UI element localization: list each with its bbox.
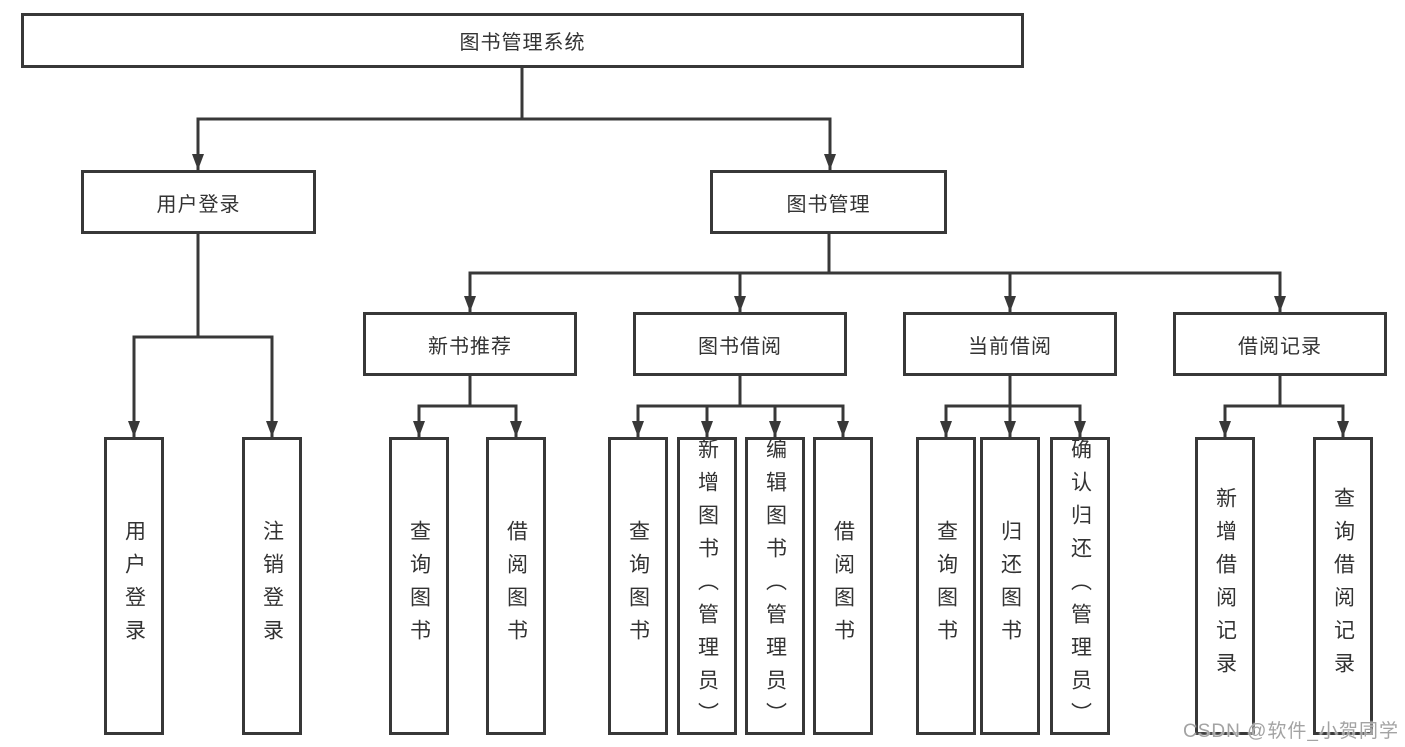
node-user-login: 用户登录 bbox=[81, 170, 316, 234]
leaf-query-books-borrow: 查询图书 bbox=[608, 437, 668, 735]
leaf-query-borrow-record-label: 查询借阅记录 bbox=[1331, 487, 1355, 685]
leaf-borrow-books: 借阅图书 bbox=[813, 437, 873, 735]
node-new-book-recommend: 新书推荐 bbox=[363, 312, 577, 376]
leaf-borrow-books-recommend-label: 借阅图书 bbox=[504, 520, 528, 652]
leaf-query-books-recommend-label: 查询图书 bbox=[407, 520, 431, 652]
leaf-logout: 注销登录 bbox=[242, 437, 302, 735]
node-book-management: 图书管理 bbox=[710, 170, 947, 234]
leaf-borrow-books-recommend: 借阅图书 bbox=[486, 437, 546, 735]
leaf-query-borrow-record: 查询借阅记录 bbox=[1313, 437, 1373, 735]
leaf-confirm-return-admin-label: 确认归还（管理员） bbox=[1068, 437, 1092, 735]
leaf-return-books: 归还图书 bbox=[980, 437, 1040, 735]
leaf-query-books-current-label: 查询图书 bbox=[934, 520, 958, 652]
leaf-borrow-books-label: 借阅图书 bbox=[831, 520, 855, 652]
node-current-borrow: 当前借阅 bbox=[903, 312, 1117, 376]
leaf-return-books-label: 归还图书 bbox=[998, 520, 1022, 652]
leaf-query-books-recommend: 查询图书 bbox=[389, 437, 449, 735]
leaf-add-books-admin: 新增图书（管理员） bbox=[677, 437, 737, 735]
node-book-borrow: 图书借阅 bbox=[633, 312, 847, 376]
leaf-query-books-borrow-label: 查询图书 bbox=[626, 520, 650, 652]
leaf-confirm-return-admin: 确认归还（管理员） bbox=[1050, 437, 1110, 735]
leaf-edit-books-admin-label: 编辑图书（管理员） bbox=[763, 437, 787, 735]
leaf-add-borrow-record: 新增借阅记录 bbox=[1195, 437, 1255, 735]
leaf-user-login: 用户登录 bbox=[104, 437, 164, 735]
leaf-logout-label: 注销登录 bbox=[260, 520, 284, 652]
leaf-edit-books-admin: 编辑图书（管理员） bbox=[745, 437, 805, 735]
leaf-add-books-admin-label: 新增图书（管理员） bbox=[695, 437, 719, 735]
csdn-watermark: CSDN @软件_小贺同学 bbox=[1183, 721, 1399, 742]
node-borrow-records: 借阅记录 bbox=[1173, 312, 1387, 376]
node-library-system: 图书管理系统 bbox=[21, 13, 1024, 68]
leaf-query-books-current: 查询图书 bbox=[916, 437, 976, 735]
leaf-add-borrow-record-label: 新增借阅记录 bbox=[1213, 487, 1237, 685]
leaf-user-login-label: 用户登录 bbox=[122, 520, 146, 652]
